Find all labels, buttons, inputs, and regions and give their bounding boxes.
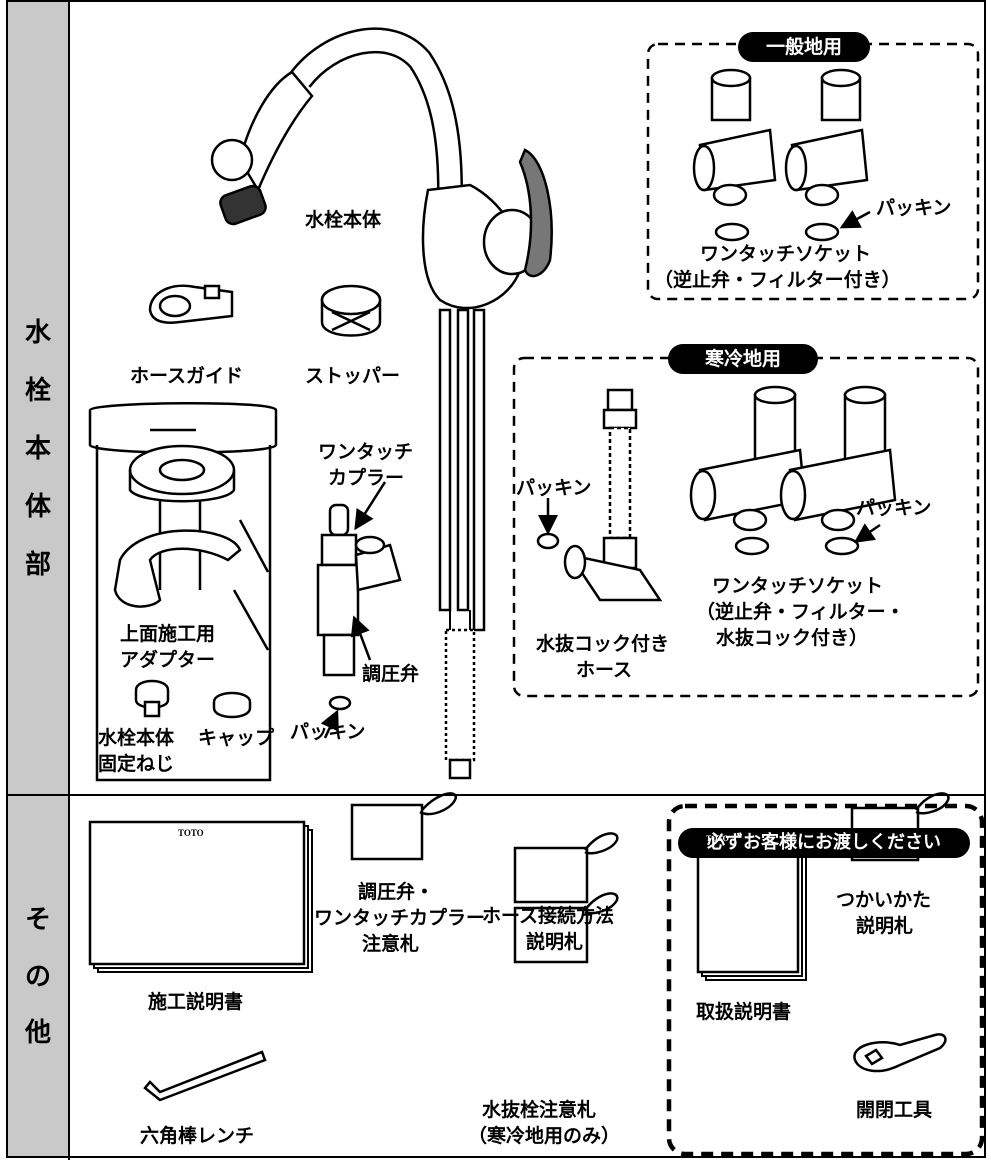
vertical-divider xyxy=(68,0,70,1160)
regulator-assembly xyxy=(316,481,402,739)
horizontal-divider xyxy=(8,794,984,796)
packing-label: パッキン xyxy=(876,197,952,219)
section-char: 他 xyxy=(24,1018,51,1048)
tool-label: 開閉工具 xyxy=(856,1099,933,1121)
section-char: 水 xyxy=(24,318,51,348)
socket-label: （逆止弁・フィルター・ xyxy=(696,601,905,623)
socket-label: （逆止弁・フィルター付き） xyxy=(654,269,901,291)
stopper-icon xyxy=(320,284,382,337)
cold-socket-2 xyxy=(779,385,897,556)
adapter-label: 上面施工用 xyxy=(120,623,216,645)
section-char: 部 xyxy=(24,550,51,580)
main-section-sidebar xyxy=(8,2,68,794)
brand-logo: TOTO xyxy=(178,828,204,838)
drain-hose-label: 水抜コック付き xyxy=(536,633,670,655)
stopper-label: ストッパー xyxy=(305,365,401,387)
usage-tag-label: つかいかた xyxy=(836,889,932,911)
hose-tag-label: ホース接続方法 xyxy=(482,905,615,927)
adapter-bag xyxy=(88,401,278,782)
regulator-tag-label: 注意札 xyxy=(362,933,420,955)
cold-area-badge: 寒冷地用 xyxy=(668,344,818,374)
section-char: 本 xyxy=(24,434,51,464)
coupler-label: カプラー xyxy=(328,467,405,489)
install-manual-label: 施工説明書 xyxy=(148,991,244,1013)
drain-tag-label: 水抜栓注意札 xyxy=(482,1099,597,1121)
socket-label: ワンタッチソケット xyxy=(700,243,872,265)
hex-wrench-label: 六角棒レンチ xyxy=(140,1125,255,1147)
regulator-tag-label: ワンタッチカプラー xyxy=(314,907,486,929)
cold-socket-1 xyxy=(689,385,807,556)
faucet-body xyxy=(210,27,553,780)
cap-label: キャップ xyxy=(198,727,275,749)
general-area-badge: 一般地用 xyxy=(738,32,870,62)
section-char: 体 xyxy=(24,492,51,522)
customer-box xyxy=(666,803,985,1157)
install-manual-icon xyxy=(88,820,313,973)
hose-guide-label: ホースガイド xyxy=(130,365,244,387)
faucet-body-label: 水栓本体 xyxy=(305,209,382,231)
brand-logo: TOTO xyxy=(706,834,729,843)
packing-label: パッキン xyxy=(516,477,592,499)
regulator-tag-label: 調圧弁・ xyxy=(358,881,435,903)
drain-cock-hose xyxy=(536,388,663,602)
section-char: の xyxy=(24,962,51,992)
user-manual-label: 取扱説明書 xyxy=(696,1001,792,1023)
opening-tool-icon xyxy=(853,1033,947,1073)
drain-hose-label: ホース xyxy=(576,659,633,681)
general-socket-1 xyxy=(692,68,777,242)
hose-tag-label: 説明札 xyxy=(526,931,584,953)
drain-tag-label: （寒冷地用のみ） xyxy=(468,1125,621,1147)
socket-label: 水抜コック付き） xyxy=(716,627,869,649)
hex-wrench-icon xyxy=(143,1050,267,1102)
coupler-label: ワンタッチ xyxy=(318,441,414,463)
section-char: そ xyxy=(24,905,51,935)
packing-label: パッキン xyxy=(290,721,366,743)
packing-label: パッキン xyxy=(856,497,932,519)
other-section-sidebar xyxy=(8,796,68,1156)
section-char: 栓 xyxy=(24,376,51,406)
customer-badge: 必ずお客様にお渡しください xyxy=(678,828,970,858)
fix-screw-label: 水栓本体 xyxy=(98,727,175,749)
adapter-label: アダプター xyxy=(120,649,216,671)
usage-tag-label: 説明札 xyxy=(856,915,914,937)
fix-screw-label: 固定ねじ xyxy=(98,753,175,775)
regulator-label: 調圧弁 xyxy=(362,663,420,685)
outer-frame xyxy=(6,0,986,1158)
general-socket-2 xyxy=(784,68,871,242)
socket-label: ワンタッチソケット xyxy=(712,575,884,597)
hose-guide-icon xyxy=(148,284,234,324)
